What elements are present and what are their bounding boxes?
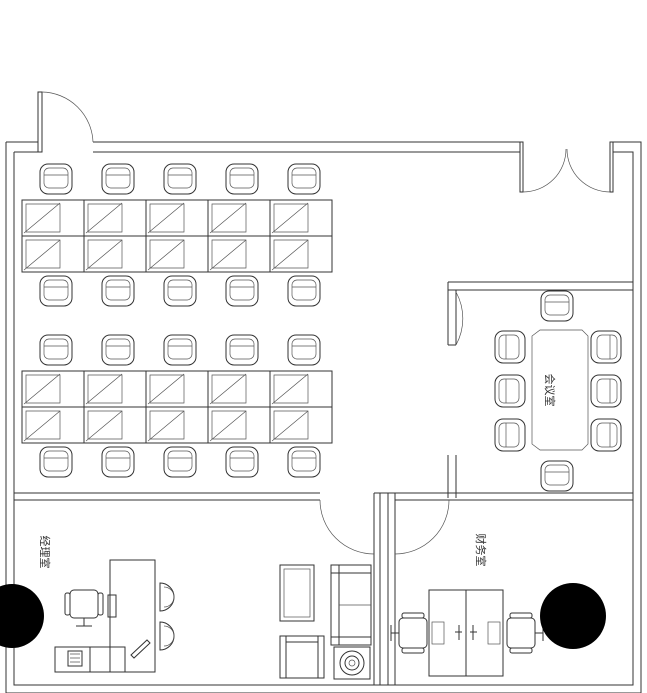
chair-icon [163, 446, 197, 478]
chair-icon [494, 330, 526, 364]
meeting-room-label: 会议室 [543, 374, 557, 407]
lounge-area [279, 564, 372, 680]
chair-icon [163, 334, 197, 366]
sofa-icon [330, 564, 372, 646]
chair-icon [163, 275, 197, 307]
finance-office: 财务室 [390, 534, 606, 677]
entrance-door-icon [37, 91, 94, 153]
chair-icon [39, 446, 73, 478]
manager-office: 经理室 [0, 536, 175, 673]
chair-icon [225, 446, 259, 478]
phone-icon [67, 650, 83, 667]
armchair-icon [279, 635, 325, 679]
middle-walls [14, 492, 633, 685]
chair-icon [540, 290, 574, 322]
plant-icon [540, 583, 606, 649]
plant-icon [0, 584, 44, 648]
chair-icon [494, 418, 526, 452]
chair-icon [101, 446, 135, 478]
cabinet-icon [279, 564, 315, 622]
office-chair-icon [506, 612, 544, 654]
chair-icon [494, 374, 526, 408]
workstation-chairs [39, 163, 321, 478]
chair-icon [287, 163, 321, 195]
meeting-table [494, 290, 622, 492]
side-table-icon [333, 646, 371, 680]
chair-icon [39, 334, 73, 366]
pen-icon [130, 639, 151, 659]
meeting-room-walls [447, 281, 633, 498]
manager-room-label: 经理室 [38, 536, 52, 569]
chair-icon [225, 334, 259, 366]
chair-icon [540, 460, 574, 492]
chair-icon [590, 374, 622, 408]
double-door-icon [519, 141, 614, 193]
outer-walls [5, 141, 642, 693]
chair-icon [225, 163, 259, 195]
chair-icon [590, 418, 622, 452]
workstation-cluster-1 [21, 199, 333, 273]
chair-icon [101, 163, 135, 195]
chair-icon [101, 275, 135, 307]
chair-icon [225, 275, 259, 307]
chair-icon [39, 275, 73, 307]
chair-icon [287, 334, 321, 366]
finance-room-label: 财务室 [474, 534, 488, 567]
office-chair-icon [64, 589, 104, 627]
office-chair-icon [390, 612, 428, 654]
chair-icon [287, 275, 321, 307]
workstation-cluster-2 [21, 370, 333, 444]
guest-chairs [159, 582, 175, 651]
chair-icon [39, 163, 73, 195]
chair-icon [590, 330, 622, 364]
chair-icon [163, 163, 197, 195]
chair-icon [101, 334, 135, 366]
chair-icon [287, 446, 321, 478]
